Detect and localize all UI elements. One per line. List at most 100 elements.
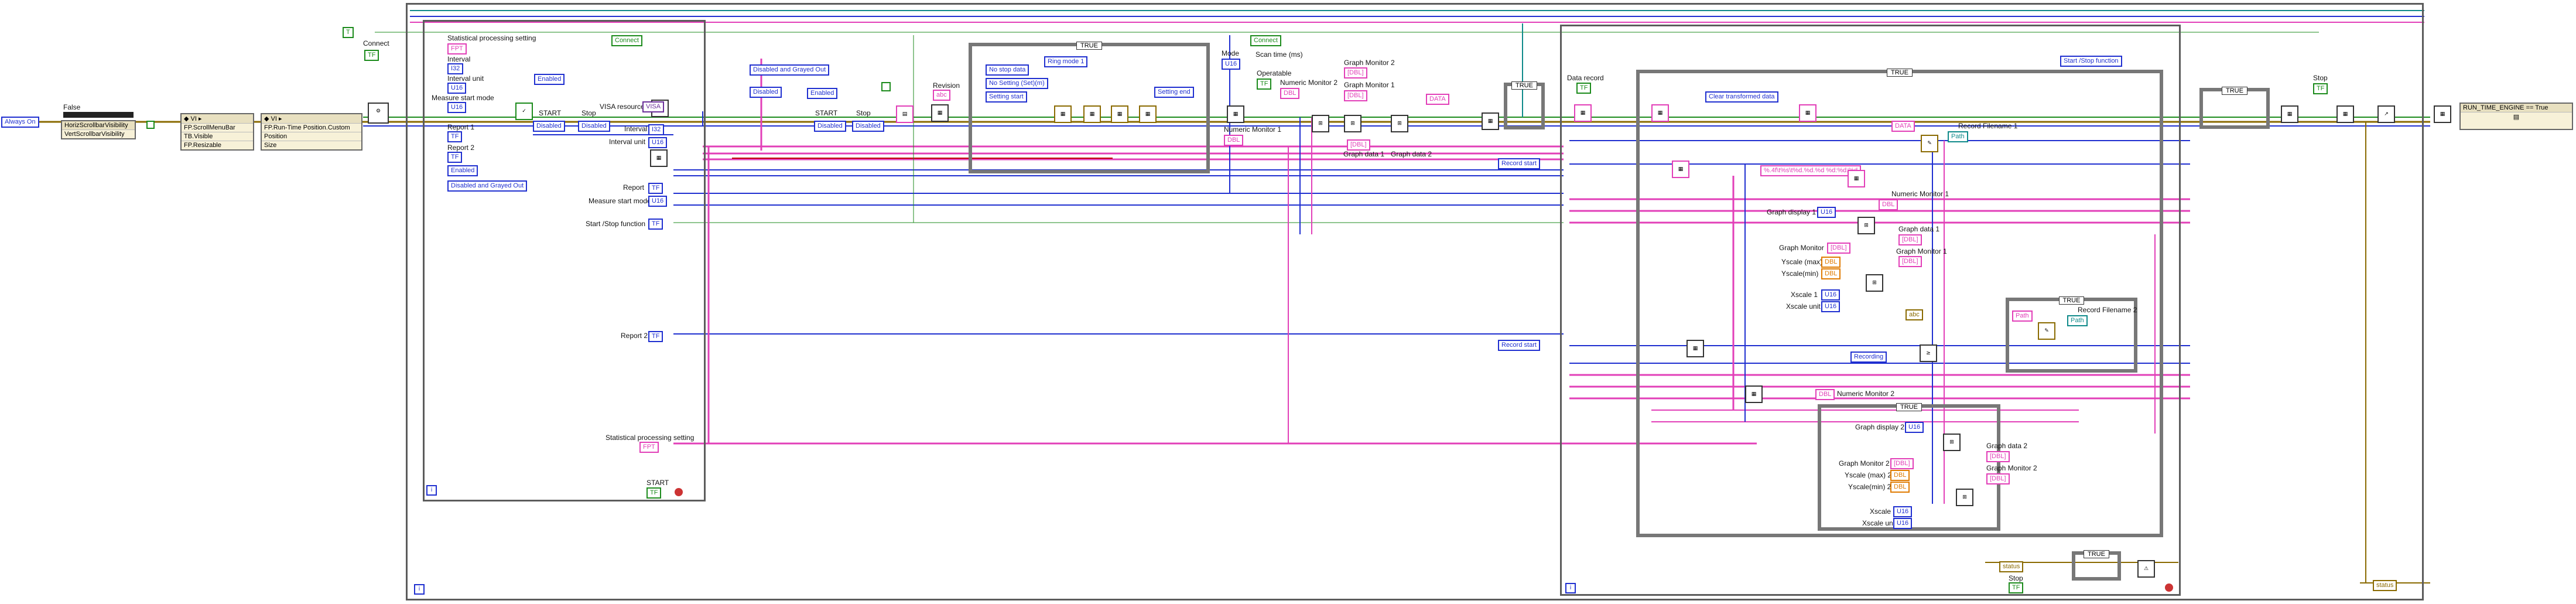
xscale-unit-terminal[interactable]: U16: [1821, 301, 1840, 312]
record-filename2-terminal[interactable]: Path: [2067, 315, 2088, 326]
run-time-engine-property[interactable]: RUN_TIME_ENGINE == True ▤: [2459, 103, 2573, 130]
report2-terminal[interactable]: TF: [447, 152, 462, 163]
write-node-3[interactable]: ▦: [1111, 105, 1128, 123]
sub-vi-node[interactable]: ▦: [650, 149, 668, 167]
record-node[interactable]: ▦: [1574, 104, 1592, 122]
record-node-3[interactable]: ▦: [1686, 340, 1704, 357]
record-stop-terminal[interactable]: TF: [2009, 582, 2023, 593]
ring-mode-constant[interactable]: Ring mode 1: [1044, 56, 1087, 67]
mode-terminal[interactable]: U16: [1222, 59, 1240, 70]
case-selector-1[interactable]: TRUE: [1076, 42, 1102, 50]
mode-node[interactable]: ▦: [1227, 105, 1244, 123]
always-on-constant[interactable]: Always On: [1, 117, 39, 128]
graph-monitor-terminal[interactable]: [DBL]: [1827, 243, 1850, 254]
right-node-4[interactable]: ▦: [2434, 105, 2451, 123]
true-constant[interactable]: [146, 121, 155, 129]
case-selector-7[interactable]: TRUE: [2222, 87, 2247, 95]
case-selector-5[interactable]: TRUE: [1896, 403, 1922, 411]
report1-terminal[interactable]: TF: [447, 131, 462, 142]
record-start-constant-2[interactable]: Record start: [1498, 340, 1540, 351]
xscale-unit2-terminal[interactable]: U16: [1893, 518, 1912, 529]
bool-constant[interactable]: [881, 82, 891, 91]
graph-display2-terminal[interactable]: U16: [1905, 422, 1924, 433]
xscale2-terminal[interactable]: U16: [1893, 506, 1912, 517]
connect-terminal[interactable]: TF: [364, 50, 379, 61]
graph-data1-terminal[interactable]: [DBL]: [1347, 139, 1370, 151]
record-numeric-monitor1-terminal[interactable]: DBL: [1879, 199, 1898, 210]
graph-monitor1-terminal[interactable]: [DBL]: [1344, 90, 1367, 101]
write-node-1[interactable]: ▦: [1054, 105, 1072, 123]
graph-node-3[interactable]: ⊞: [1943, 434, 1961, 451]
case-selector-6[interactable]: TRUE: [2084, 550, 2109, 558]
record-graph-monitor2-terminal[interactable]: [DBL]: [1890, 458, 1914, 469]
case-selector-3[interactable]: TRUE: [1887, 69, 1913, 77]
compare-node[interactable]: ≥: [1920, 344, 1937, 362]
data-terminal[interactable]: DATA: [1426, 94, 1449, 105]
path-constant[interactable]: Path: [2012, 310, 2033, 322]
numeric-monitor1-terminal[interactable]: DBL: [1224, 135, 1243, 146]
enabled-constant-3[interactable]: Enabled: [807, 88, 837, 99]
recording-constant[interactable]: Recording: [1850, 352, 1887, 363]
error-node[interactable]: ⚠: [2137, 560, 2155, 578]
setting-end-constant[interactable]: Setting end: [1154, 87, 1194, 98]
data-record-terminal[interactable]: TF: [1576, 83, 1591, 94]
clear-node[interactable]: ▦: [1651, 104, 1669, 122]
case-selector-4[interactable]: TRUE: [2059, 296, 2085, 305]
yscale-max-terminal[interactable]: DBL: [1821, 257, 1841, 268]
right-status-terminal[interactable]: status: [2373, 580, 2397, 591]
invoke-node[interactable]: ⚙: [368, 103, 389, 124]
true-constant-2[interactable]: T: [343, 27, 354, 38]
disabled-grayed-constant-2[interactable]: Disabled and Grayed Out: [750, 64, 829, 76]
record-start-constant[interactable]: Record start: [1498, 158, 1540, 169]
format-node[interactable]: ▦: [1672, 161, 1689, 178]
right-stop-terminal[interactable]: TF: [2313, 83, 2328, 94]
window-property-node[interactable]: ◆ VI ▸ FP.Run-Time Position.Custom Posit…: [261, 113, 362, 151]
scrollbar-property-node[interactable]: HorizScrollbarVisibility VertScrollbarVi…: [61, 120, 136, 139]
start-stop-fn-terminal[interactable]: TF: [648, 219, 663, 230]
enabled-constant[interactable]: Enabled: [447, 165, 478, 176]
report-terminal[interactable]: TF: [648, 183, 663, 194]
clear-transformed-constant[interactable]: Clear transformed data: [1705, 91, 1778, 103]
operatable-terminal[interactable]: TF: [1257, 79, 1271, 90]
record-graph-monitor2b-terminal[interactable]: [DBL]: [1986, 473, 2010, 484]
write-node-4[interactable]: ▦: [1139, 105, 1157, 123]
disabled-constant-4[interactable]: Disabled: [814, 121, 846, 132]
stat-setting-r-terminal[interactable]: FPT: [639, 442, 659, 453]
pane-property-node[interactable]: ◆ VI ▸ FP.ScrollMenuBar TB.Visible FP.Re…: [180, 113, 254, 151]
interval-unit-terminal[interactable]: U16: [447, 83, 466, 94]
select-node[interactable]: ✓: [515, 103, 533, 120]
record-filename1-terminal[interactable]: Path: [1948, 131, 1968, 142]
graph-monitor2-terminal[interactable]: [DBL]: [1344, 67, 1367, 79]
graph-node-2[interactable]: ⊞: [1866, 274, 1883, 292]
graph-node-1[interactable]: ⊞: [1857, 217, 1875, 234]
disabled-grayed-constant[interactable]: Disabled and Grayed Out: [447, 180, 527, 192]
case-selector-2[interactable]: TRUE: [1511, 81, 1537, 90]
disabled-constant-3[interactable]: Disabled: [750, 87, 782, 98]
record-data-terminal[interactable]: DATA: [1891, 121, 1915, 132]
interval-r-terminal[interactable]: I32: [648, 124, 664, 135]
disabled-constant[interactable]: Disabled: [533, 121, 565, 132]
connect2-constant[interactable]: Connect: [1250, 35, 1281, 46]
revision-terminal[interactable]: abc: [933, 90, 950, 101]
right-node-2[interactable]: ▦: [2336, 105, 2354, 123]
disabled-constant-5[interactable]: Disabled: [852, 121, 884, 132]
graph-node-4[interactable]: ⊞: [1956, 489, 1973, 506]
build-node-1[interactable]: ⊞: [1312, 115, 1329, 132]
start-stop-fn-constant[interactable]: Start /Stop function: [2060, 56, 2122, 67]
measure-start-mode-terminal[interactable]: U16: [447, 102, 466, 113]
no-stop-data-constant[interactable]: No stop data: [986, 64, 1029, 76]
format-string-constant[interactable]: %.4f\t%s\t%d.%d.%d %d:%d:%d: [1760, 165, 1861, 176]
report2-r-terminal[interactable]: TF: [648, 331, 663, 342]
xscale-terminal[interactable]: U16: [1821, 289, 1840, 301]
revision-node[interactable]: ▦: [931, 104, 949, 122]
no-setting-constant[interactable]: No Setting (Set)(m): [986, 78, 1048, 89]
interval-unit-r-terminal[interactable]: U16: [648, 137, 667, 148]
stat-setting-terminal[interactable]: FPT: [447, 43, 467, 54]
connect-constant[interactable]: Connect: [611, 35, 642, 46]
yscale-min2-terminal[interactable]: DBL: [1890, 482, 1910, 493]
visa-terminal[interactable]: VISA: [642, 101, 664, 112]
record-node-4[interactable]: ▦: [1745, 385, 1763, 403]
clear-node-2[interactable]: ▦: [1799, 104, 1816, 122]
build-node-3[interactable]: ⊞: [1391, 115, 1408, 132]
enabled-constant-2[interactable]: Enabled: [534, 74, 565, 85]
